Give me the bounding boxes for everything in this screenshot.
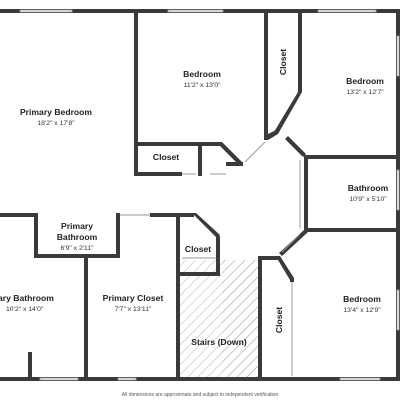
room-label-bedroom-3: Bedroom	[343, 294, 381, 304]
closet-label-b: Closet	[185, 244, 211, 254]
room-dims-bathroom: 10'9" x 5'10"	[349, 196, 387, 203]
room-label-bedroom-1: Bedroom	[183, 69, 221, 79]
room-label-bedroom-2: Bedroom	[346, 76, 384, 86]
stairs-landing	[222, 260, 260, 378]
room-dims-primary-bedroom: 18'2" x 17'8"	[37, 120, 75, 127]
room-label-primary-bathroom-main: ary Bathroom	[0, 293, 54, 303]
room-dims-primary-closet: 7'7" x 13'11"	[115, 306, 152, 313]
room-label-primary-bathroom-small-1: Primary	[61, 221, 93, 231]
windows	[19, 9, 400, 381]
closet-label-a: Closet	[153, 152, 179, 162]
room-label-stairs: Stairs (Down)	[191, 337, 247, 347]
room-dims-bedroom-2: 13'2" x 12'7"	[346, 89, 384, 96]
room-dims-primary-bathroom-main: 10'2" x 14'0"	[6, 306, 44, 313]
closet-label-c: Closet	[278, 49, 288, 75]
disclaimer-text: All dimensions are approximate and subje…	[122, 392, 279, 398]
room-label-primary-bedroom: Primary Bedroom	[20, 107, 92, 117]
closet-label-d: Closet	[274, 307, 284, 333]
room-label-bathroom: Bathroom	[348, 183, 389, 193]
room-dims-bedroom-1: 11'2" x 13'0"	[184, 82, 221, 89]
room-dims-primary-bathroom-small: 6'9" x 2'11"	[61, 245, 95, 252]
room-label-primary-closet: Primary Closet	[103, 293, 164, 303]
room-dims-bedroom-3: 13'4" x 12'9"	[343, 307, 381, 314]
doors	[120, 141, 301, 376]
room-label-primary-bathroom-small-2: Bathroom	[57, 232, 98, 242]
